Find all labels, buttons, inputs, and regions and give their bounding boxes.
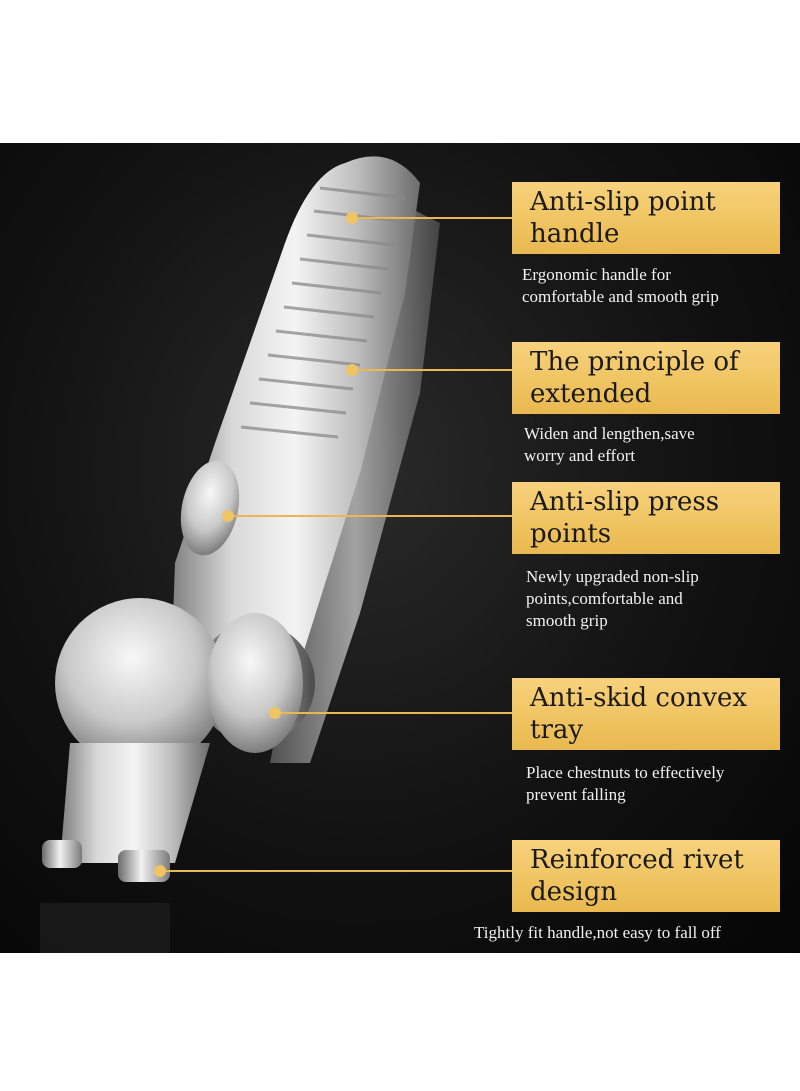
desc-line: Ergonomic handle for — [522, 265, 671, 284]
desc-line: comfortable and smooth grip — [522, 287, 719, 306]
handle-body — [170, 156, 420, 704]
title-line: Anti-skid convex — [530, 683, 748, 713]
rivet-left — [42, 840, 82, 868]
title-line: tray — [530, 715, 584, 745]
title-line: Anti-slip point — [530, 187, 716, 217]
callout-desc-anti-slip-press-points: Newly upgraded non-slip points,comfortab… — [526, 566, 699, 632]
callout-desc-extended-leverage: Widen and lengthen,save worry and effort — [524, 423, 695, 467]
callout-title-extended-leverage: The principle of extended leverage — [512, 342, 780, 441]
desc-line: prevent falling — [526, 785, 626, 804]
title-line: Anti-slip press — [530, 487, 720, 517]
desc-line: Newly upgraded non-slip — [526, 567, 699, 586]
leader-dots — [154, 212, 358, 877]
desc-line: Widen and lengthen,save — [524, 424, 695, 443]
callout-desc-anti-skid-convex-tray: Place chestnuts to effectively prevent f… — [526, 762, 724, 806]
desc-line: points,comfortable and — [526, 589, 683, 608]
desc-line: Place chestnuts to effectively — [526, 763, 725, 782]
grip-ridges — [240, 186, 406, 439]
chestnut-opener-illustration — [40, 156, 512, 953]
title-line: handle — [530, 219, 620, 249]
convex-tray — [55, 598, 225, 768]
title-line: Reinforced rivet — [530, 845, 744, 875]
title-line: design — [530, 877, 618, 907]
leader-lines — [160, 217, 512, 872]
title-line: The principle of — [530, 347, 739, 377]
callout-title-anti-skid-convex-tray: Anti-skid convex tray — [512, 678, 780, 750]
desc-line: worry and effort — [524, 446, 636, 465]
callout-title-anti-slip-press-points: Anti-slip press points — [512, 482, 780, 554]
callout-title-reinforced-rivet-design: Reinforced rivet design — [512, 840, 780, 912]
desc-line: Tightly fit handle,not easy to fall off — [474, 923, 721, 942]
callout-desc-reinforced-rivet-design: Tightly fit handle,not easy to fall off — [474, 922, 721, 944]
press-point — [180, 460, 240, 556]
callout-title-anti-slip-point-handle: Anti-slip point handle — [512, 182, 780, 254]
title-line: points — [530, 519, 612, 549]
desc-line: smooth grip — [526, 611, 608, 630]
title-line: extended leverage — [530, 379, 652, 441]
callout-desc-anti-slip-point-handle: Ergonomic handle for comfortable and smo… — [522, 264, 719, 308]
